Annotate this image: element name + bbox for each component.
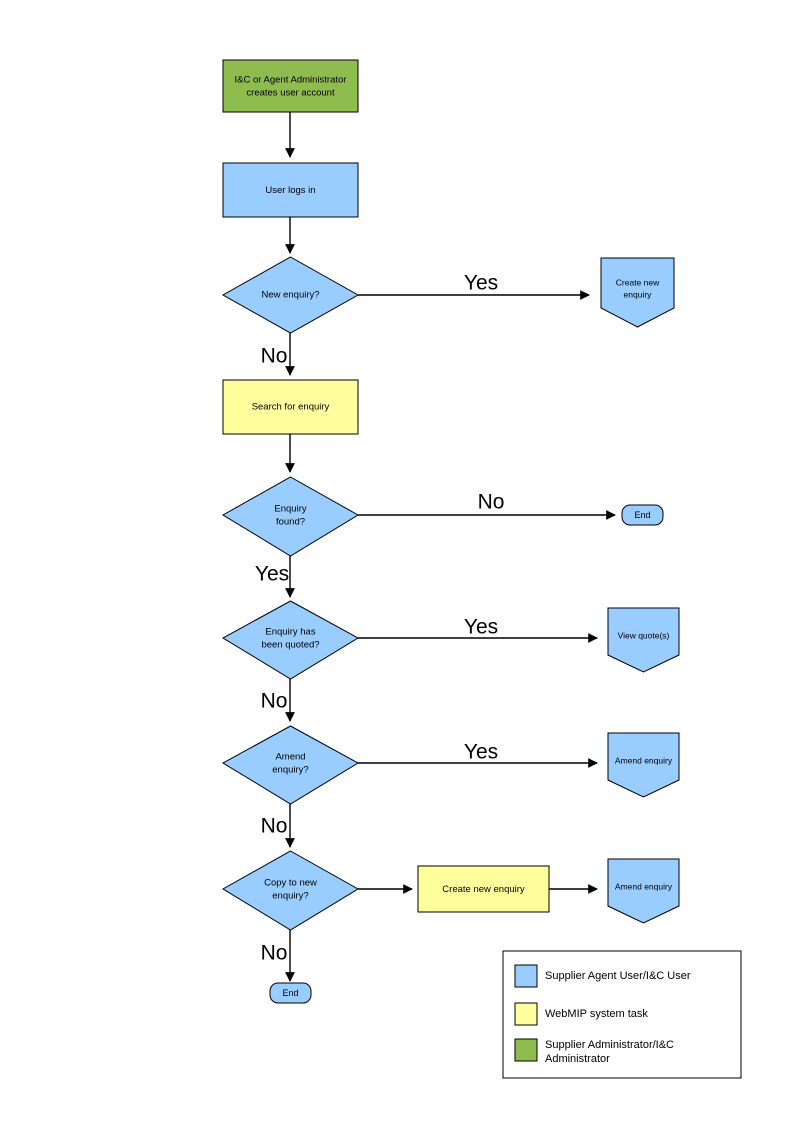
copy-to-new-enquiry-decision-label-line1: Copy to new: [264, 878, 317, 889]
copy-to-new-enquiry-decision-label-line2: enquiry?: [272, 891, 308, 902]
legend-swatch-yellow: [514, 1002, 538, 1026]
amend-enquiry-flag-2-label: Amend enquiry: [615, 881, 673, 891]
node-amend-enquiry-flag[interactable]: Amend enquiry: [607, 732, 680, 798]
node-create-user-account[interactable]: I&C or Agent Administrator creates user …: [222, 59, 359, 113]
legend-label-supplier-administrator-line1: Supplier Administrator/I&C: [545, 1039, 674, 1051]
legend-swatch-green: [514, 1038, 538, 1062]
enquiry-found-decision-shape: [222, 476, 359, 557]
node-copy-to-new-enquiry-decision[interactable]: Copy to new enquiry?: [222, 850, 359, 931]
node-new-enquiry-decision[interactable]: New enquiry?: [221, 256, 360, 334]
copy-to-new-enquiry-decision-shape: [222, 850, 359, 931]
edge-label-enquiry-quoted-yes: Yes: [464, 616, 498, 639]
create-user-account-shape: [222, 59, 359, 113]
node-user-logs-in[interactable]: User logs in: [222, 162, 359, 218]
node-enquiry-found-decision[interactable]: Enquiry found?: [222, 476, 359, 557]
edge-label-new-enquiry-no: No: [261, 345, 288, 368]
end-bottom-label: End: [282, 988, 298, 998]
legend-item-webmip-system-task: WebMIP system task: [514, 1002, 648, 1026]
enquiry-found-decision-label-line1: Enquiry: [274, 504, 306, 515]
legend-box: [502, 950, 742, 1079]
create-new-enquiry-flag-label-line2: enquiry: [624, 289, 653, 299]
legend-item-supplier-administrator: Supplier Administrator/I&C Administrator: [514, 1038, 674, 1065]
enquiry-found-decision-label-line2: found?: [276, 517, 305, 528]
create-user-account-label-line2: creates user account: [246, 88, 335, 99]
enquiry-quoted-decision-shape: [222, 600, 359, 680]
amend-enquiry-flag-2-shape: [607, 858, 680, 924]
node-amend-enquiry-flag-2[interactable]: Amend enquiry: [607, 858, 680, 924]
end-bottom-shape: [269, 982, 312, 1004]
edge-label-enquiry-quoted-no: No: [261, 690, 288, 713]
legend: Supplier Agent User/I&C User WebMIP syst…: [502, 950, 742, 1079]
node-end-top[interactable]: End: [621, 504, 664, 526]
create-user-account-label-line1: I&C or Agent Administrator: [235, 75, 347, 86]
new-enquiry-decision-shape: [221, 256, 360, 334]
amend-enquiry-decision-label-line2: enquiry?: [272, 765, 308, 776]
edge-label-enquiry-found-no: No: [478, 491, 505, 514]
node-end-bottom[interactable]: End: [269, 982, 312, 1004]
edge-label-enquiry-found-yes: Yes: [255, 563, 289, 586]
amend-enquiry-decision-label-line1: Amend: [275, 752, 305, 763]
end-top-label: End: [634, 510, 650, 520]
node-create-new-enquiry-task[interactable]: Create new enquiry: [417, 865, 550, 913]
enquiry-quoted-decision-label-line2: been quoted?: [261, 640, 319, 651]
edge-label-amend-enquiry-no: No: [261, 815, 288, 838]
amend-enquiry-flag-label: Amend enquiry: [615, 755, 673, 765]
create-new-enquiry-task-label: Create new enquiry: [442, 884, 525, 895]
legend-label-supplier-agent-user: Supplier Agent User/I&C User: [545, 970, 691, 982]
legend-label-webmip-system-task: WebMIP system task: [545, 1008, 648, 1020]
search-for-enquiry-shape: [222, 379, 359, 435]
create-new-enquiry-task-shape: [417, 865, 550, 913]
edge-label-new-enquiry-yes: Yes: [464, 272, 498, 295]
amend-enquiry-flag-shape: [607, 732, 680, 798]
node-amend-enquiry-decision[interactable]: Amend enquiry?: [222, 725, 359, 805]
new-enquiry-decision-label: New enquiry?: [261, 290, 319, 301]
legend-label-supplier-administrator-line2: Administrator: [545, 1053, 610, 1065]
view-quotes-flag-shape: [607, 607, 680, 673]
legend-swatch-blue: [514, 964, 538, 988]
search-for-enquiry-label: Search for enquiry: [252, 402, 330, 413]
legend-item-supplier-agent-user: Supplier Agent User/I&C User: [514, 964, 691, 988]
end-top-shape: [621, 504, 664, 526]
node-view-quotes-flag[interactable]: View quote(s): [607, 607, 680, 673]
edge-label-amend-enquiry-yes: Yes: [464, 741, 498, 764]
amend-enquiry-decision-shape: [222, 725, 359, 805]
edge-label-copy-to-new-no: No: [261, 942, 288, 965]
create-new-enquiry-flag-label-line1: Create new: [616, 277, 660, 287]
user-logs-in-label: User logs in: [265, 185, 315, 196]
node-create-new-enquiry-flag[interactable]: Create new enquiry: [600, 257, 675, 328]
user-logs-in-shape: [222, 162, 359, 218]
enquiry-quoted-decision-label-line1: Enquiry has: [265, 627, 315, 638]
node-enquiry-quoted-decision[interactable]: Enquiry has been quoted?: [222, 600, 359, 680]
node-search-for-enquiry[interactable]: Search for enquiry: [222, 379, 359, 435]
view-quotes-flag-label: View quote(s): [618, 630, 670, 640]
create-new-enquiry-flag-shape: [600, 257, 675, 328]
